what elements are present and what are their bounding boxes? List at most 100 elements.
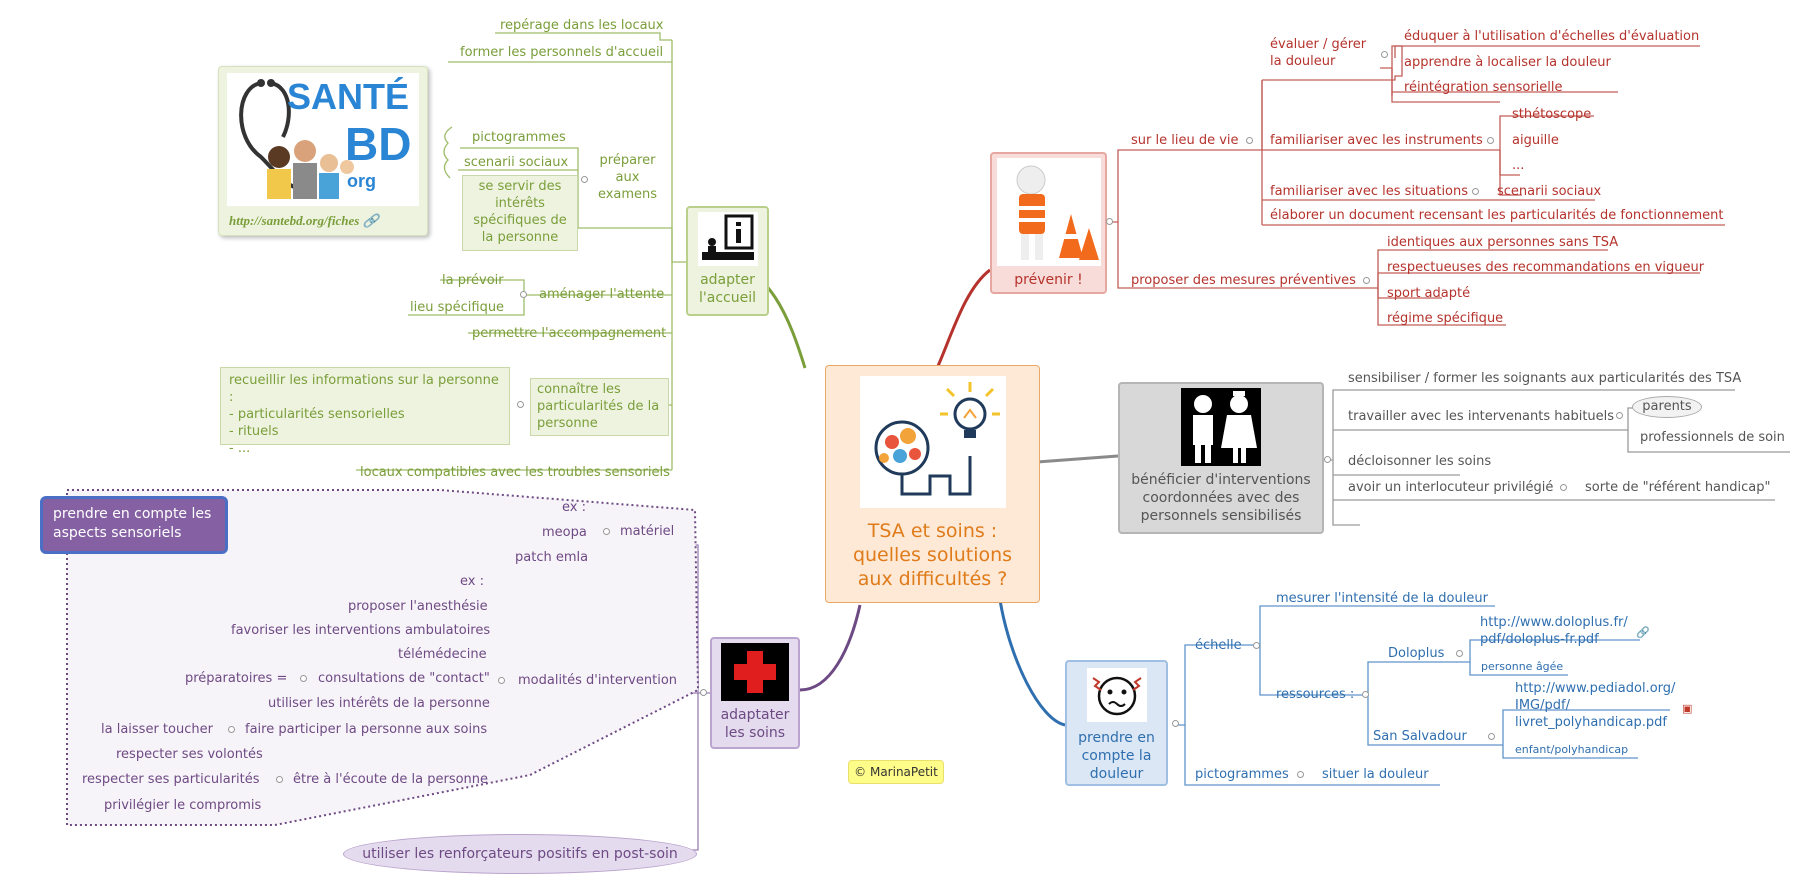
ambulatoires-item[interactable]: favoriser les interventions ambulatoires: [231, 623, 491, 638]
contact-item[interactable]: consultations de "contact": [318, 671, 490, 686]
participer-item[interactable]: faire participer la personne aux soins: [245, 722, 488, 737]
mesurer-item[interactable]: mesurer l'intensité de la douleur: [1276, 591, 1488, 606]
renforcateurs-item[interactable]: utiliser les renforçateurs positifs en p…: [343, 834, 697, 874]
collapse-toggle[interactable]: [517, 401, 524, 408]
dots-item[interactable]: ...: [1512, 158, 1525, 173]
doloplus-item[interactable]: Doloplus: [1388, 646, 1445, 661]
prevenir-node[interactable]: prévenir !: [990, 152, 1107, 294]
collapse-toggle[interactable]: [700, 689, 707, 696]
locaux-item[interactable]: locaux compatibles avec les troubles sen…: [360, 465, 670, 480]
connaitre-item[interactable]: connaître les particularités de la perso…: [530, 378, 669, 436]
materiel-item[interactable]: matériel: [620, 524, 675, 539]
travailler-item[interactable]: travailler avec les intervenants habitue…: [1348, 409, 1615, 424]
localiser-item[interactable]: apprendre à localiser la douleur: [1404, 55, 1611, 70]
volontes-item[interactable]: respecter ses volontés: [116, 747, 263, 762]
pros-item[interactable]: professionnels de soin: [1640, 430, 1785, 445]
scenarii-item[interactable]: scenarii sociaux: [1497, 184, 1602, 199]
collapse-toggle[interactable]: [1472, 188, 1479, 195]
pdf-icon[interactable]: ▣: [1682, 702, 1693, 715]
poly-item[interactable]: enfant/polyhandicap: [1515, 743, 1629, 756]
collapse-toggle[interactable]: [1488, 733, 1495, 740]
collapse-toggle[interactable]: [1487, 137, 1494, 144]
collapse-toggle[interactable]: [1362, 691, 1369, 698]
elaborer-item[interactable]: élaborer un document recensant les parti…: [1270, 208, 1724, 223]
collapse-toggle[interactable]: [1324, 456, 1331, 463]
interlocuteur-item[interactable]: avoir un interlocuteur privilégié: [1348, 480, 1554, 495]
preparer-item[interactable]: préparer aux examens: [597, 153, 658, 202]
referent-item[interactable]: sorte de "référent handicap": [1585, 480, 1771, 495]
doloplus-url[interactable]: http://www.doloplus.fr/ pdf/doloplus-fr.…: [1480, 615, 1628, 647]
douleur-node[interactable]: prendre en compte la douleur: [1065, 660, 1168, 786]
reintegration-item[interactable]: réintégration sensorielle: [1404, 80, 1563, 95]
lieu-vie-item[interactable]: sur le lieu de vie: [1131, 133, 1239, 148]
collapse-toggle[interactable]: [581, 176, 588, 183]
situations-item[interactable]: familiariser avec les situations: [1270, 184, 1469, 199]
pediadol-url[interactable]: http://www.pediadol.org/ IMG/pdf/ livret…: [1515, 681, 1676, 730]
situer-item[interactable]: situer la douleur: [1322, 767, 1429, 782]
meopa-item[interactable]: meopa: [542, 525, 587, 540]
collapse-toggle[interactable]: [1172, 720, 1179, 727]
santebd-image[interactable]: SANTÉ BD org http://santebd.org/fiches 🔗: [218, 66, 428, 236]
eduquer-item[interactable]: éduquer à l'utilisation d'échelles d'éva…: [1404, 29, 1700, 44]
sport-item[interactable]: sport adapté: [1387, 286, 1471, 301]
collapse-toggle[interactable]: [276, 776, 283, 783]
collapse-toggle[interactable]: [1381, 51, 1388, 58]
collapse-toggle[interactable]: [520, 291, 527, 298]
lieu-item[interactable]: lieu spécifique: [410, 300, 505, 315]
santebd-link[interactable]: http://santebd.org/fiches 🔗: [229, 213, 379, 228]
interventions-node[interactable]: bénéficier d'interventions coordonnées a…: [1118, 382, 1324, 534]
modalites-item[interactable]: modalités d'intervention: [518, 673, 678, 688]
aiguille-item[interactable]: aiguille: [1512, 133, 1559, 148]
collapse-toggle[interactable]: [1616, 412, 1623, 419]
collapse-toggle[interactable]: [1560, 484, 1567, 491]
amenager-item[interactable]: aménager l'attente: [539, 287, 665, 302]
decloisonner-item[interactable]: décloisonner les soins: [1348, 454, 1492, 469]
interventions-label: bénéficier d'interventions coordonnées a…: [1131, 472, 1311, 524]
collapse-toggle[interactable]: [1456, 650, 1463, 657]
parents-item[interactable]: parents: [1632, 396, 1702, 418]
collapse-toggle[interactable]: [300, 675, 307, 682]
mesures-item[interactable]: proposer des mesures préventives: [1131, 273, 1356, 288]
agee-item[interactable]: personne âgée: [1481, 660, 1564, 673]
link-icon[interactable]: 🔗: [1636, 626, 1650, 639]
soins-node[interactable]: adaptater les soins: [710, 637, 800, 749]
ecoute-item[interactable]: être à l'écoute de la personne: [293, 772, 489, 787]
interets-item[interactable]: se servir des intérêts spécifiques de la…: [462, 175, 578, 251]
collapse-toggle[interactable]: [498, 677, 505, 684]
prevoir-item[interactable]: la prévoir: [442, 273, 504, 288]
identiques-item[interactable]: identiques aux personnes sans TSA: [1387, 235, 1619, 250]
collapse-toggle[interactable]: [1106, 218, 1113, 225]
patch-item[interactable]: patch emla: [515, 550, 589, 565]
pictogrammes-item[interactable]: pictogrammes: [1195, 767, 1289, 782]
accompagnement-item[interactable]: permettre l'accompagnement: [472, 326, 667, 341]
interets-item[interactable]: utiliser les intérêts de la personne: [268, 696, 490, 711]
toucher-item[interactable]: la laisser toucher: [101, 722, 213, 737]
collapse-toggle[interactable]: [1246, 137, 1253, 144]
pictogrammes-item[interactable]: pictogrammes: [472, 130, 566, 145]
stetho-item[interactable]: sthétoscope: [1512, 107, 1592, 122]
evaluer-item[interactable]: évaluer / gérer la douleur: [1270, 37, 1367, 69]
salvadour-item[interactable]: San Salvadour: [1373, 729, 1467, 744]
recueillir-box[interactable]: recueillir les informations sur la perso…: [220, 367, 510, 456]
collapse-toggle[interactable]: [1363, 277, 1370, 284]
ressources-item[interactable]: ressources :: [1276, 687, 1355, 702]
collapse-toggle[interactable]: [1253, 642, 1260, 649]
collapse-toggle[interactable]: [603, 528, 610, 535]
telemedecine-item[interactable]: télémédecine: [398, 647, 487, 662]
sensibiliser-item[interactable]: sensibiliser / former les soignants aux …: [1348, 371, 1742, 386]
accueil-node[interactable]: adapter l'accueil: [686, 206, 769, 316]
sensoriels-callout[interactable]: prendre en compte les aspects sensoriels: [40, 496, 228, 554]
echelle-item[interactable]: échelle: [1195, 638, 1242, 653]
reperage-item[interactable]: repérage dans les locaux: [500, 18, 664, 33]
anesthesie-item[interactable]: proposer l'anesthésie: [348, 599, 488, 614]
collapse-toggle[interactable]: [228, 726, 235, 733]
central-topic[interactable]: TSA et soins : quelles solutions aux dif…: [825, 365, 1040, 603]
scenarii-item[interactable]: scenarii sociaux: [464, 155, 569, 170]
particularites-item[interactable]: respecter ses particularités: [82, 772, 260, 787]
former-item[interactable]: former les personnels d'accueil: [460, 45, 664, 60]
compromis-item[interactable]: privilégier le compromis: [104, 798, 262, 813]
respectueuses-item[interactable]: respectueuses des recommandations en vig…: [1387, 260, 1705, 275]
regime-item[interactable]: régime spécifique: [1387, 311, 1504, 326]
collapse-toggle[interactable]: [1297, 771, 1304, 778]
instruments-item[interactable]: familiariser avec les instruments: [1270, 133, 1483, 148]
